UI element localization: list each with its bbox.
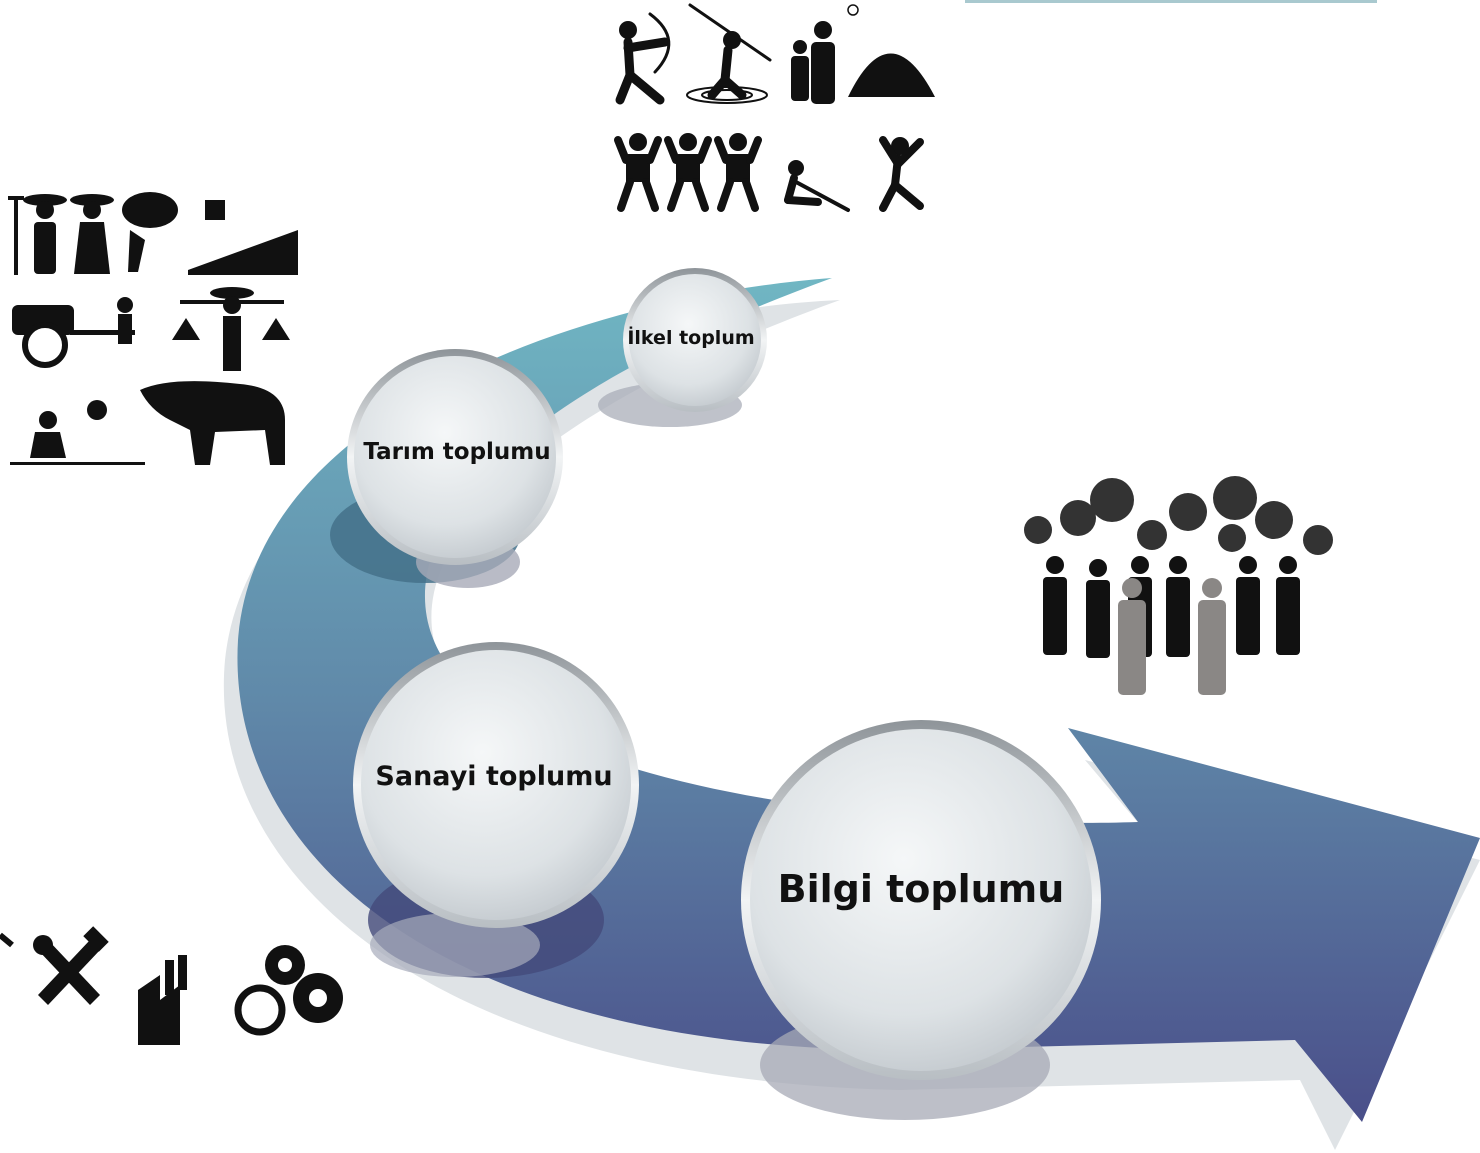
stage-label-information: Bilgi toplumu xyxy=(778,867,1065,911)
stage-label-primitive: İlkel toplum xyxy=(627,325,754,349)
stage-bubble-agricultural: Tarım toplumu xyxy=(330,349,563,588)
industrial-society-tools-factory-gears-icon xyxy=(0,926,343,1045)
stage-label-agricultural: Tarım toplumu xyxy=(363,439,550,465)
stage-label-industrial: Sanayi toplumu xyxy=(375,761,612,792)
stage-bubble-information: Bilgi toplumu xyxy=(741,720,1101,1120)
stage-bubble-primitive: İlkel toplum xyxy=(598,268,767,427)
top-accent-bar xyxy=(965,0,1377,3)
agricultural-society-pictograms-icon xyxy=(8,192,298,465)
information-society-people-network-icon xyxy=(1024,476,1333,695)
stage-bubble-industrial: Sanayi toplumu xyxy=(353,642,639,978)
primitive-society-pictograms-icon xyxy=(614,3,935,212)
